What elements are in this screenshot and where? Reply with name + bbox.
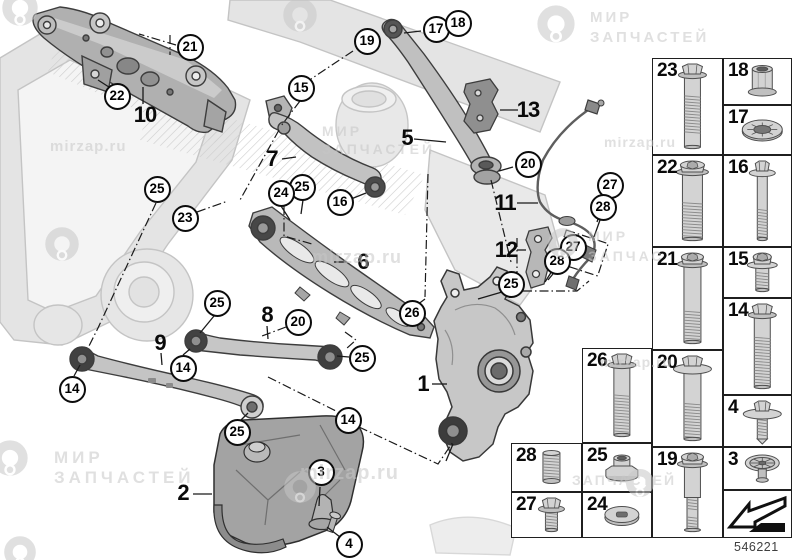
legend-cell-number: 28 <box>516 445 537 466</box>
legend-cell-number: 22 <box>657 157 678 178</box>
legend-cell-4: 4 <box>723 395 792 447</box>
legend-cell-number: 24 <box>587 494 608 515</box>
upper-arm-part7 <box>265 95 386 198</box>
shoulder-torx-bolt-icon <box>676 452 708 533</box>
legend-cell-number: 25 <box>587 445 608 466</box>
legend-cell-number: 17 <box>728 107 749 128</box>
doc-number: 546221 <box>734 540 779 554</box>
legend-cell-number: 15 <box>728 249 749 270</box>
direction-arrow-icon <box>726 495 787 532</box>
legend-cell-26: 26 <box>582 348 652 443</box>
washer-bolt-long-icon <box>748 160 776 242</box>
legend-cell-23: 23 <box>652 58 723 155</box>
legend-cell-number: 26 <box>587 350 608 371</box>
threaded-stud-icon <box>542 450 561 484</box>
serrated-washer-icon <box>741 119 783 142</box>
legend-cell-22: 22 <box>652 155 723 247</box>
hex-flange-bolt-long-icon <box>677 63 707 150</box>
legend-cell-19: 19 <box>652 447 723 538</box>
legend-cell-15: 15 <box>723 247 792 298</box>
slotted-washer-icon <box>604 506 640 526</box>
hex-flange-bolt-med-icon <box>607 353 637 438</box>
legend-cell-28: 28 <box>511 443 582 492</box>
rivet-nut-icon <box>747 65 777 97</box>
legend-cell-number: 4 <box>728 397 739 418</box>
torx-washer-bolt-short-icon <box>746 252 778 293</box>
legend-cell-16: 16 <box>723 155 792 247</box>
legend-cell-number: 16 <box>728 157 749 178</box>
legend-cell-number: 20 <box>657 352 678 373</box>
washer-screw-pointed-icon <box>742 400 782 445</box>
legend-cell-number: 18 <box>728 60 749 81</box>
legend-cell-number: 14 <box>728 300 749 321</box>
legend-arrow-cell <box>723 490 792 538</box>
legend-cell-14: 14 <box>723 298 792 395</box>
legend-cell-25: 25 <box>582 443 652 492</box>
hex-flange-bolt-icon <box>747 303 777 390</box>
torx-flange-bolt-icon <box>675 160 709 242</box>
camber-arm-part5 <box>381 18 502 185</box>
legend-cell-27: 27 <box>511 492 582 538</box>
torx-flange-bolt-long-icon <box>676 252 708 345</box>
legend-cell-number: 3 <box>728 449 739 470</box>
legend-cell-3: 3 <box>723 447 792 490</box>
abs-sensor-cable-part11 <box>536 99 605 291</box>
legend-cell-number: 27 <box>516 494 537 515</box>
control-arm-part9 <box>69 346 264 419</box>
legend-cell-number: 19 <box>657 449 678 470</box>
legend-cell-number: 21 <box>657 249 678 270</box>
legend-cell-20: 20 <box>652 350 723 447</box>
legend-cell-18: 18 <box>723 58 792 105</box>
hex-flange-bolt-short-icon <box>537 497 565 533</box>
hex-bolt-wide-washer-icon <box>672 355 712 442</box>
legend-cell-number: 23 <box>657 60 678 81</box>
expansion-plug-icon <box>744 454 780 483</box>
bracket-part13 <box>463 78 499 134</box>
legend-cell-21: 21 <box>652 247 723 350</box>
legend-cell-24: 24 <box>582 492 652 538</box>
wheel-carrier-part1 <box>433 266 534 462</box>
legend-cell-17: 17 <box>723 105 792 155</box>
toe-link-part8 <box>184 329 343 370</box>
